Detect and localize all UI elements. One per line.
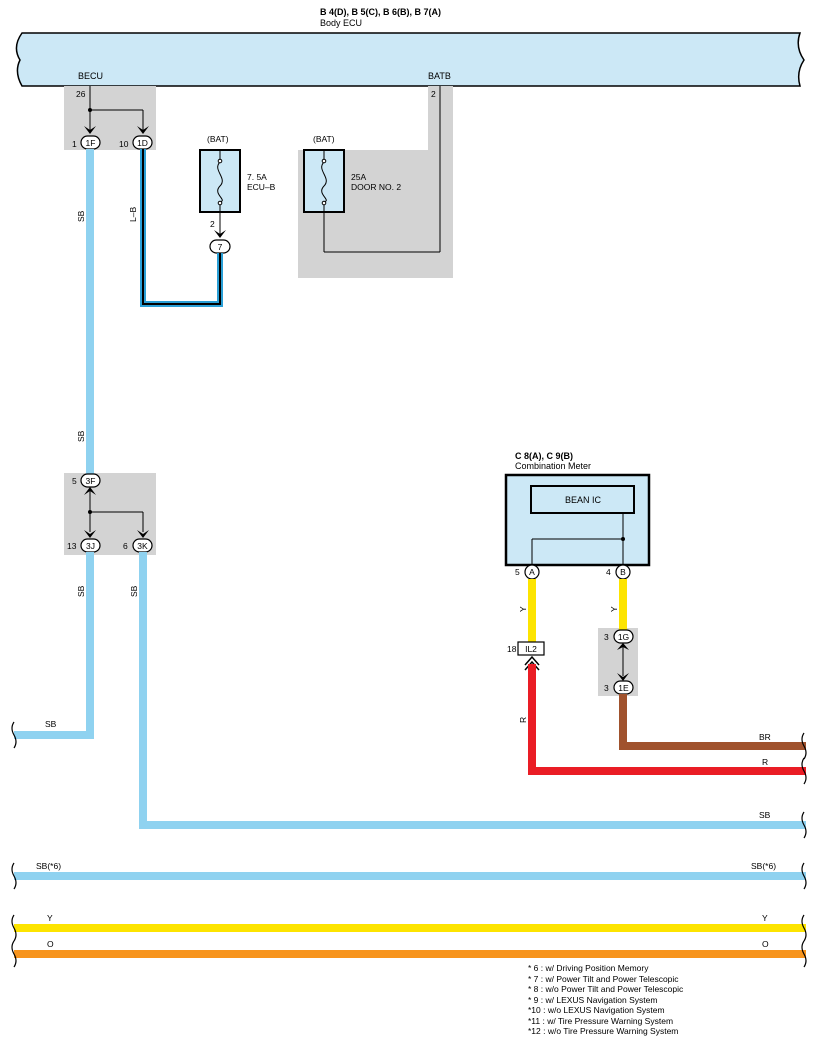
break-mark-o-right: [801, 940, 807, 968]
fuse-ecub-rating: 7. 5A: [247, 172, 267, 182]
arrow-3j: [84, 530, 96, 538]
wire-sb-3j-left: [14, 552, 94, 739]
meter-name: Combination Meter: [515, 461, 591, 471]
connector-1f-label: 1F: [86, 138, 96, 148]
connector-meter-b-label: B: [620, 567, 626, 577]
wire-label-y-1: Y: [518, 606, 528, 612]
fuse-ecub-supply: (BAT): [207, 134, 229, 144]
break-mark-r: [801, 757, 807, 785]
fuse-ecub-name: ECU–B: [247, 182, 276, 192]
wire-br: [619, 694, 806, 750]
footnote: * 7 : w/ Power Tilt and Power Telescopic: [528, 973, 679, 984]
terminal-batb: BATB: [428, 71, 451, 81]
break-mark-y-left: [11, 914, 17, 942]
bean-ic-box: [530, 485, 635, 514]
bean-ic-label: BEAN IC: [565, 495, 602, 505]
break-mark-o-left: [11, 940, 17, 968]
splice-point-meter: [621, 537, 625, 541]
pin-becu: 26: [76, 89, 86, 99]
wire-label-sb6-right: SB(*6): [751, 861, 776, 871]
door-fuse-area: [298, 86, 453, 278]
fuse-ecub-icon: [217, 150, 223, 212]
terminal-becu: BECU: [78, 71, 103, 81]
fuse-ecub-pin: 2: [210, 219, 215, 229]
connector-1e-label: 1E: [618, 683, 629, 693]
pin-3j: 13: [67, 541, 77, 551]
wire-r: [528, 664, 806, 775]
pin-meter-b: 4: [606, 567, 611, 577]
wire-label-y-right: Y: [762, 913, 768, 923]
wire-label-br: BR: [759, 732, 771, 742]
wire-label-sb-1: SB: [76, 210, 86, 222]
pin-meter-a: 5: [515, 567, 520, 577]
fuse-door-icon: [321, 86, 441, 253]
connector-il2: [517, 641, 545, 656]
pin-3f: 5: [72, 476, 77, 486]
pin-batb: 2: [431, 89, 436, 99]
pin-1e: 3: [604, 683, 609, 693]
il2-chevron-icon: [524, 655, 540, 671]
footnote: * 6 : w/ Driving Position Memory: [528, 963, 649, 973]
arrow-1g: [617, 643, 629, 650]
wire-label-sb-3: SB: [76, 585, 86, 597]
connector-1g: [613, 629, 634, 644]
pin-1f: 1: [72, 139, 77, 149]
wire-sb-3k-right: [139, 552, 806, 829]
body-ecu-code: B 4(D), B 5(C), B 6(B), B 7(A): [320, 7, 441, 17]
fuse-door-name: DOOR NO. 2: [351, 182, 401, 192]
pin-3k: 6: [123, 541, 128, 551]
wire-label-sb-6: SB: [759, 810, 771, 820]
footnote: * 8 : w/o Power Tilt and Power Telescopi…: [528, 984, 684, 994]
wire-label-o-right: O: [762, 939, 769, 949]
break-mark-sb-left: [11, 721, 17, 749]
fuse-door-rating: 25A: [351, 172, 366, 182]
wire-label-r-2: R: [762, 757, 768, 767]
connector-3f: [80, 473, 101, 488]
wire-label-y-2: Y: [609, 606, 619, 612]
wire-label-sb6-left: SB(*6): [36, 861, 61, 871]
arrow-3k: [137, 530, 149, 538]
wire-label-o-left: O: [47, 939, 54, 949]
connector-3j-label: 3J: [86, 541, 95, 551]
pin-il2: 18: [507, 644, 517, 654]
wire-label-y-left: Y: [47, 913, 53, 923]
wire-label-r-1: R: [518, 717, 528, 723]
splice-point-top: [88, 108, 92, 112]
connector-7-label: 7: [218, 242, 223, 252]
wire-lb: [140, 149, 223, 307]
break-mark-sb-right: [801, 811, 807, 839]
body-ecu-name: Body ECU: [320, 18, 362, 28]
break-mark-br: [801, 732, 807, 760]
footnote: *12 : w/o Tire Pressure Warning System: [528, 1026, 679, 1036]
fuse-door-supply: (BAT): [313, 134, 335, 144]
connector-3f-label: 3F: [86, 476, 96, 486]
connector-1d-label: 1D: [137, 138, 148, 148]
break-mark-sb6-left: [11, 862, 17, 890]
wire-label-sb-5: SB: [129, 585, 139, 597]
footnotes: * 6 : w/ Driving Position Memory * 7 : w…: [528, 963, 683, 1037]
wire-label-sb-2: SB: [76, 430, 86, 442]
footnote: *11 : w/ Tire Pressure Warning System: [528, 1015, 674, 1026]
connector-3k-label: 3K: [137, 541, 148, 551]
meter-code: C 8(A), C 9(B): [515, 451, 573, 461]
footnote: *10 : w/o LEXUS Navigation System: [528, 1005, 665, 1015]
break-mark-sb6-right: [801, 862, 807, 890]
arrow-1d: [137, 126, 149, 134]
connector-meter-a-label: A: [529, 567, 535, 577]
break-mark-y-right: [801, 914, 807, 942]
pin-1g: 3: [604, 632, 609, 642]
arrow-1e: [617, 673, 629, 681]
footnote: * 9 : w/ LEXUS Navigation System: [528, 994, 658, 1005]
connector-il2-label: IL2: [525, 644, 537, 654]
body-ecu-box: [15, 32, 805, 87]
pin-1d: 10: [119, 139, 129, 149]
splice-point-mid: [88, 510, 92, 514]
arrow-fuse-7: [214, 230, 226, 238]
wire-label-lb: L–B: [128, 207, 138, 222]
wire-label-sb-4: SB: [45, 719, 57, 729]
connector-1g-label: 1G: [618, 632, 629, 642]
arrow-1f: [84, 126, 96, 134]
